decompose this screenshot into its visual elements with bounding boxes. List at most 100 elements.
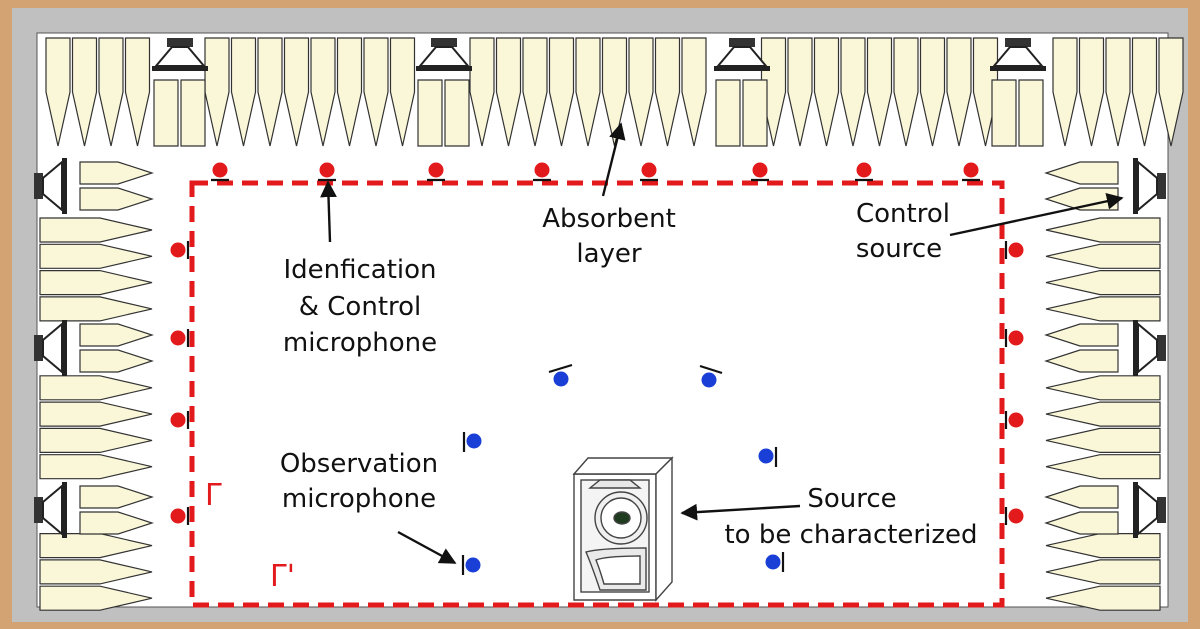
absorbent-wedge [79,349,154,373]
absorbent-wedge [1045,375,1161,401]
control-microphone [1004,329,1024,347]
absorbent-wedge [601,37,628,147]
absorbent-wedge [1045,401,1161,427]
absorbent-wedge [1045,454,1161,480]
control-source-label-line1: Control [856,199,950,229]
absorbent-wedge [124,37,151,147]
ident-mic-label-line3: microphone [283,328,437,358]
absorbent-wedge [1131,37,1158,147]
absorbent-wedge [1044,161,1119,185]
control-microphone [1004,241,1024,259]
absorbent-wedge [469,37,495,147]
absorbent-wedge [840,37,866,147]
absorbent-wedge [79,485,154,509]
loudspeaker-icon [1133,158,1166,214]
loudspeaker-icon [416,38,472,71]
absorbent-wedge [257,37,283,147]
absorbent-wedge [946,37,972,147]
control-source-label-line2: source [856,234,942,264]
source-arrow [680,503,801,521]
ident-mic-label-line2: & Control [299,292,422,322]
loudspeaker-icon [34,482,67,538]
obs-mic-label-line2: microphone [282,484,436,514]
absorbent-wedge [39,559,153,585]
absorbent-wedge [654,37,681,147]
absorbent-wedge [39,427,153,453]
absorbent-wedge [444,79,470,147]
absorbent-wedge [39,296,153,322]
observation-microphone [461,555,481,575]
absorbent-wedge [230,37,257,147]
absorbent-wedge [1158,37,1184,147]
absorbent-wedge [1044,485,1119,509]
left-absorbent-layer [39,161,154,611]
absorbent-wedge [522,37,548,147]
observation-microphone [699,364,723,388]
absorbent-wedge [495,37,522,147]
absorbent-wedge [1078,37,1105,147]
loudspeaker-icon [990,38,1046,71]
control-microphone [533,162,551,182]
obs-mic-arrow [397,530,457,565]
absorbent-wedge [1052,37,1078,147]
absorbent-wedge [681,37,707,147]
absorbent-wedge [310,37,336,147]
absorbent-wedge [79,323,154,347]
control-microphone [1004,411,1024,429]
absorbent-wedge [893,37,919,147]
absorbent-wedge [813,37,840,147]
control-microphone [640,162,658,182]
control-microphone [318,162,336,182]
source-label-line2: to be characterized [724,520,977,550]
source-cabinet [572,456,674,602]
loudspeaker-icon [152,38,208,71]
observation-microphone [548,363,573,387]
absorbent-wedge [1018,79,1044,147]
absorbent-wedge [39,270,153,296]
control-microphone [170,507,190,525]
absorbent-wedge [153,79,179,147]
absorbent-wedge [1045,270,1161,296]
right-absorbent-layer [1044,161,1161,611]
absorbent-wedge [575,37,601,147]
loudspeaker-icon [34,320,67,376]
absorbent-wedge [1045,559,1161,585]
control-microphone [170,329,190,347]
absorbent-wedge [628,37,654,147]
control-microphone [427,162,445,182]
observation-microphone [758,447,778,467]
absorbent-wedge [919,37,946,147]
absorbent-wedge [39,401,153,427]
absorbent-wedge [389,37,416,147]
control-microphone [855,162,873,182]
absorbent-wedge [1045,427,1161,453]
absorbent-wedge [417,79,443,147]
top-absorbent-layer [45,37,1184,147]
absorbent-wedge [39,454,153,480]
absorbent-wedge [866,37,893,147]
loudspeaker-icon [714,38,770,71]
absorbent-wedge [787,37,813,147]
absorbent-wedge [39,375,153,401]
observation-microphones [461,363,785,575]
absorbent-wedge [283,37,310,147]
absorbent-wedge [1045,243,1161,269]
loudspeaker-icon [1133,320,1166,376]
absorbent-wedge [79,187,154,211]
absorbent-wedge [39,217,153,243]
control-sources [34,38,1166,538]
absorbent-wedge [79,511,154,535]
ident-mic-label-line1: Idenfication [283,255,436,285]
absorbent-label-line2: layer [576,239,642,269]
control-microphone [211,162,229,182]
gamma-label: Γ [205,478,222,513]
absorbent-wedge [742,79,768,147]
observation-microphone [765,552,785,572]
absorbent-wedge [1045,585,1161,611]
observation-microphone [462,432,482,452]
boundary-gamma-prime [189,180,1005,608]
absorbent-wedge [39,585,153,611]
absorbent-wedge [1045,296,1161,322]
absorbent-wedge [71,37,98,147]
